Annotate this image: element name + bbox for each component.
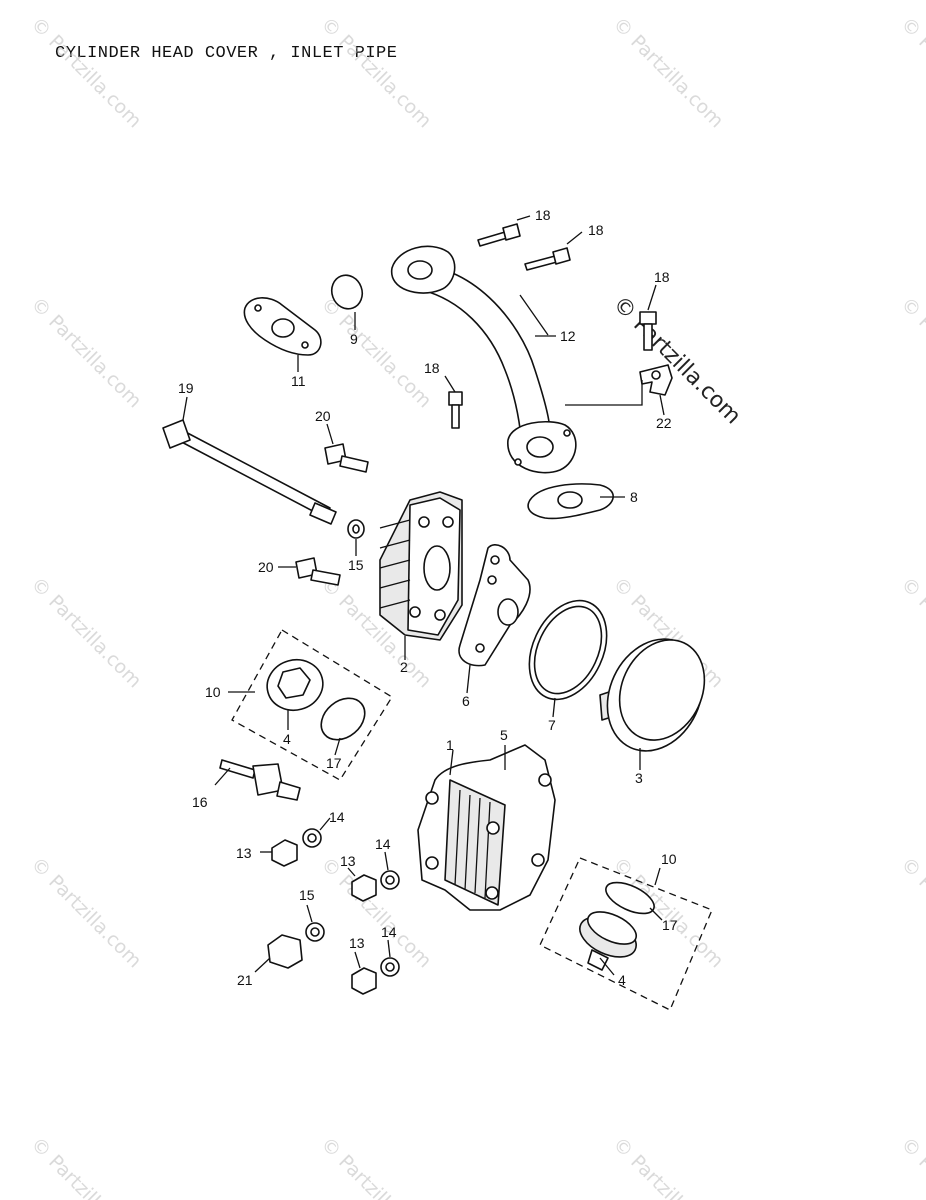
part-washer-15b-hole [310, 927, 320, 937]
callout-5: 5 [500, 727, 508, 743]
part-bolt-18b [524, 247, 571, 271]
part-bracket-22 [639, 364, 673, 396]
callout-18: 18 [654, 269, 670, 285]
part-gasket-8 [527, 483, 614, 520]
callout-17: 17 [662, 917, 678, 933]
watermark-text: © Partzilla.com [896, 573, 926, 692]
part-inlet-pipe [391, 245, 577, 474]
part-bolt-18c [448, 391, 463, 429]
part-bolt-13c [351, 967, 377, 995]
callout-19: 19 [178, 380, 194, 396]
callout-16: 16 [192, 794, 208, 810]
watermark-text: © Partzilla.com [896, 13, 926, 132]
part-washer-15a-hole [352, 524, 360, 534]
watermark-text: © Partzilla.com [896, 1133, 926, 1200]
callout-17: 17 [326, 755, 342, 771]
watermark-text: © Partzilla.com [316, 1133, 435, 1200]
watermark-text: © Partzilla.com [896, 853, 926, 972]
watermark-text: © Partzilla.com [316, 293, 435, 412]
callout-10: 10 [205, 684, 221, 700]
watermark-text: © Partzilla.com [26, 853, 145, 972]
callout-13: 13 [349, 935, 365, 951]
part-bolt-13b [351, 874, 377, 902]
callout-8: 8 [630, 489, 638, 505]
part-side-cover-3 [599, 638, 706, 752]
callout-14: 14 [375, 836, 391, 852]
callout-18: 18 [535, 207, 551, 223]
assembly-outline-10a [231, 629, 393, 781]
part-washer-14b-hole [385, 875, 395, 885]
part-washer-14a-hole [307, 833, 317, 843]
callout-20: 20 [258, 559, 274, 575]
part-washer-14c-hole [385, 962, 395, 972]
watermark-text-dark: © Partzilla.com [608, 292, 746, 430]
leader-lines [182, 215, 665, 976]
callout-10: 10 [661, 851, 677, 867]
part-oring-17b [605, 881, 655, 915]
callout-15: 15 [348, 557, 364, 573]
part-bolt-18a [477, 223, 521, 247]
watermark-text: © Partzilla.com [26, 1133, 145, 1200]
part-plug-21 [267, 934, 303, 969]
callout-15: 15 [299, 887, 315, 903]
callout-20: 20 [315, 408, 331, 424]
part-gasket-6 [458, 544, 531, 667]
callout-labels: 18 18 18 12 18 22 9 11 19 20 8 15 20 2 6… [178, 207, 678, 988]
part-oring-7-inner [533, 605, 603, 695]
callout-13: 13 [340, 853, 356, 869]
callout-14: 14 [381, 924, 397, 940]
part-oring-9 [330, 274, 364, 310]
callout-4: 4 [283, 731, 291, 747]
callout-13: 13 [236, 845, 252, 861]
part-bolt-13a [271, 839, 298, 867]
watermark-text: © Partzilla.com [896, 293, 926, 412]
callout-7: 7 [548, 717, 556, 733]
watermark-text: © Partzilla.com [26, 293, 145, 412]
callout-3: 3 [635, 770, 643, 786]
part-plug-4b [579, 911, 637, 971]
callout-22: 22 [656, 415, 672, 431]
part-stud-19 [162, 419, 337, 525]
watermark-text: © Partzilla.com [26, 13, 145, 132]
watermark-text: © Partzilla.com [608, 1133, 727, 1200]
part-plug-4a [266, 658, 324, 712]
callout-9: 9 [350, 331, 358, 347]
callout-18: 18 [588, 222, 604, 238]
watermark-text: © Partzilla.com [26, 573, 145, 692]
callout-18: 18 [424, 360, 440, 376]
part-cylinder-head-1 [417, 744, 556, 911]
part-spark-plug-16 [219, 759, 301, 801]
callout-1: 1 [446, 737, 454, 753]
watermark-text: © Partzilla.com [608, 13, 727, 132]
watermark-text: © Partzilla.com [316, 853, 435, 972]
part-oring-17a [320, 697, 366, 741]
callout-12: 12 [560, 328, 576, 344]
callout-21: 21 [237, 972, 253, 988]
part-bolt-18d [639, 311, 657, 351]
part-bolt-20b [295, 557, 341, 586]
callout-14: 14 [329, 809, 345, 825]
callout-6: 6 [462, 693, 470, 709]
callout-4: 4 [618, 972, 626, 988]
callout-11: 11 [291, 373, 306, 389]
diagram-title: CYLINDER HEAD COVER , INLET PIPE [55, 44, 398, 63]
part-bolt-20a [324, 443, 369, 473]
watermark-text: © Partzilla.com [316, 13, 435, 132]
callout-2: 2 [400, 659, 408, 675]
part-head-cover-2 [379, 491, 463, 641]
part-gasket-11 [243, 297, 322, 356]
